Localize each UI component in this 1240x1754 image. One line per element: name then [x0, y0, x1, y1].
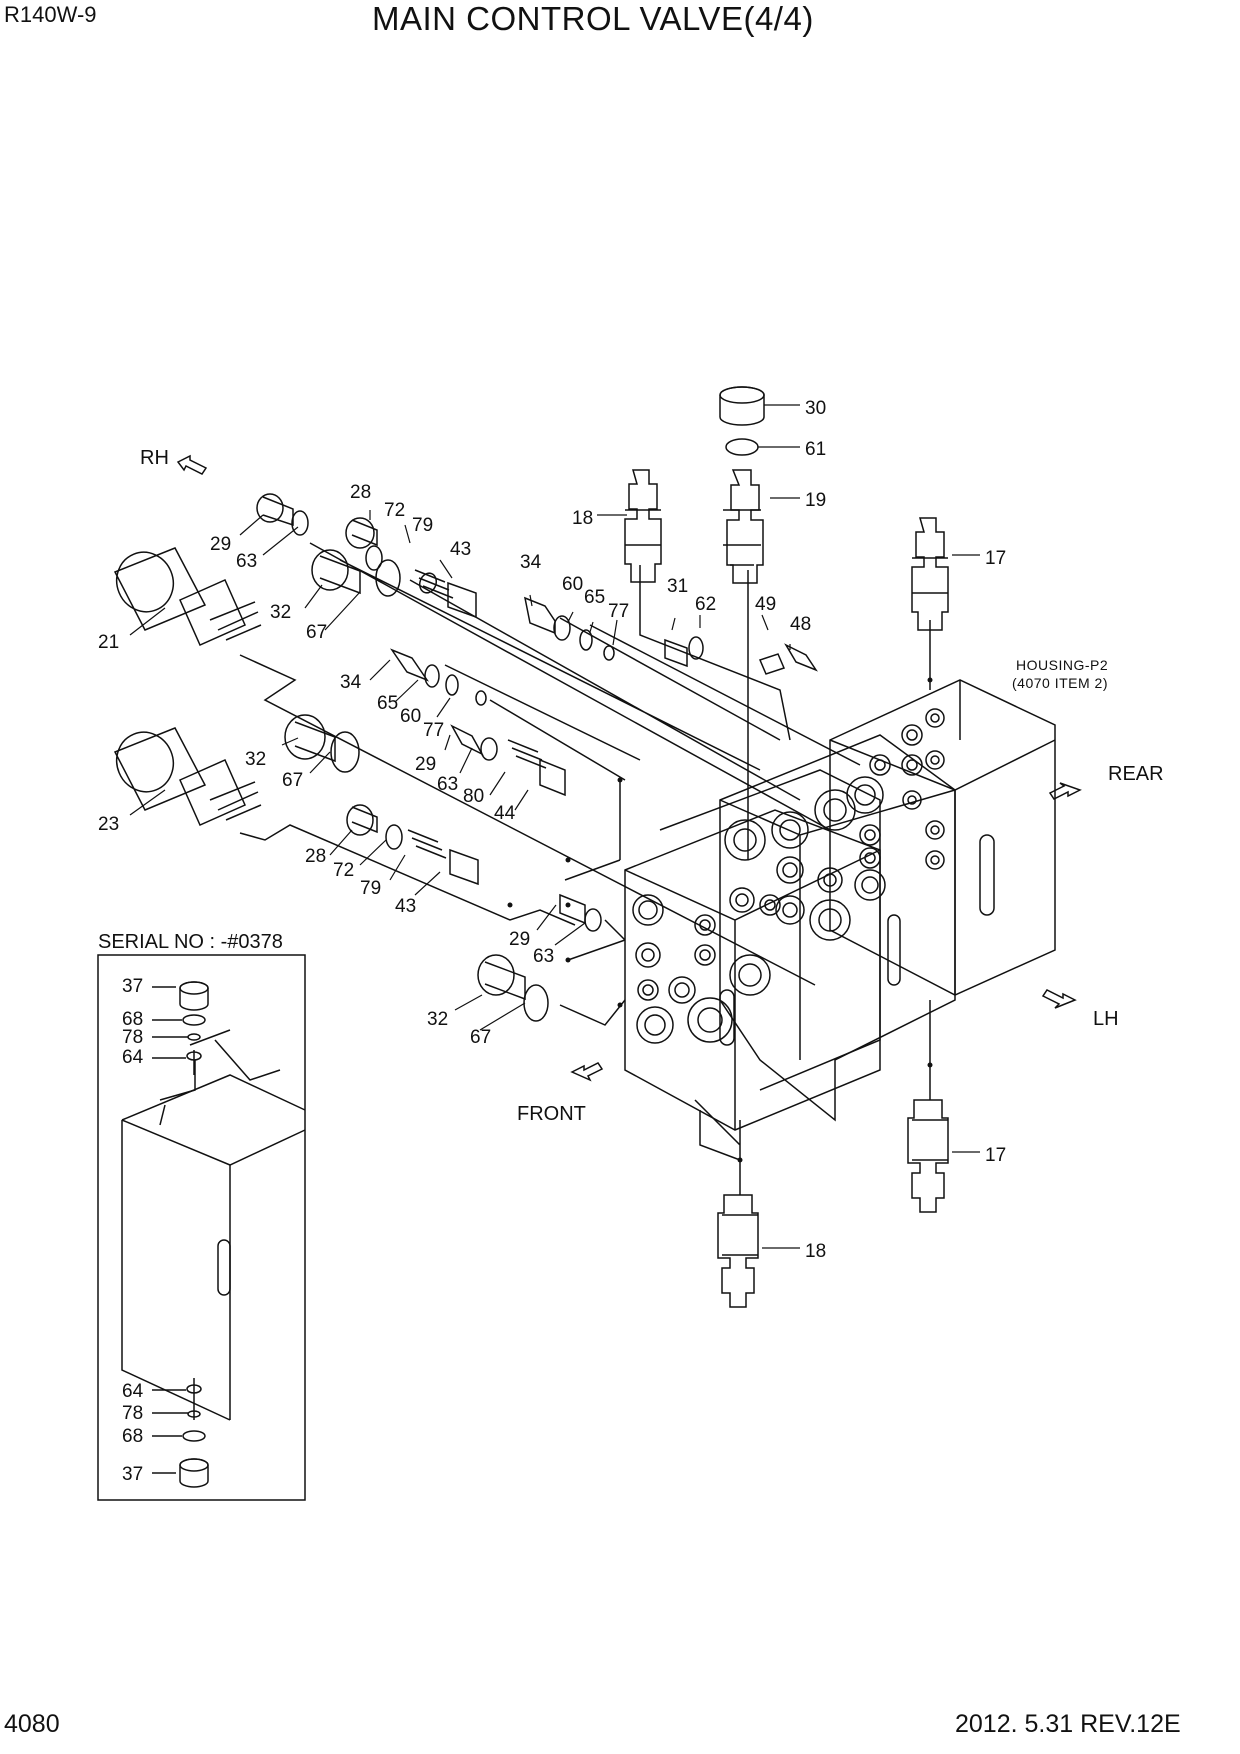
callout-79: 79 — [412, 515, 433, 536]
callout-32: 32 — [270, 602, 291, 623]
callout-72: 72 — [384, 500, 405, 521]
callout-60-mid: 60 — [400, 706, 421, 727]
direction-arrows — [176, 454, 1082, 1082]
valve-body — [624, 679, 1056, 1161]
callout-43: 43 — [450, 539, 471, 560]
lh-label: LH — [1093, 1008, 1119, 1030]
callout-29-low: 29 — [509, 929, 530, 950]
housing-label: HOUSING-P2 — [1016, 657, 1108, 673]
callout-63-mid: 63 — [437, 774, 458, 795]
callout-63: 63 — [236, 551, 257, 572]
callout-28: 28 — [350, 482, 371, 503]
callout-leaders — [129, 404, 980, 1249]
callout-65-mid: 65 — [377, 693, 398, 714]
front-arrow-icon — [570, 1062, 604, 1082]
housing-ref: (4070 ITEM 2) — [1012, 675, 1108, 691]
callout-32-low: 32 — [427, 1009, 448, 1030]
callout-79-low: 79 — [360, 878, 381, 899]
callout-61: 61 — [805, 439, 826, 460]
exploded-parts — [113, 386, 949, 1308]
model-name: R140W-9 — [4, 2, 97, 27]
serial-callout: 37 — [122, 976, 143, 997]
rh-arrow-icon — [176, 454, 208, 475]
serial-callout: 78 — [122, 1403, 143, 1424]
callout-60: 60 — [562, 574, 583, 595]
rear-label: REAR — [1108, 763, 1164, 785]
callout-77-mid: 77 — [423, 720, 444, 741]
callout-67-mid: 67 — [282, 770, 303, 791]
serial-callout: 64 — [122, 1381, 144, 1402]
labels: RH REAR LH FRONT HOUSING-P2 (4070 ITEM 2… — [98, 398, 1164, 1485]
page-number: 4080 — [4, 1710, 60, 1738]
callout-18: 18 — [572, 508, 593, 529]
callout-18-bottom: 18 — [805, 1241, 826, 1262]
rh-label: RH — [140, 447, 169, 469]
serial-title: SERIAL NO : -#0378 — [98, 931, 283, 953]
serial-callout: 64 — [122, 1047, 144, 1068]
serial-callout: 68 — [122, 1426, 143, 1447]
callout-77: 77 — [608, 601, 629, 622]
front-label: FRONT — [517, 1103, 586, 1125]
callout-28-low: 28 — [305, 846, 326, 867]
callout-67-low: 67 — [470, 1027, 491, 1048]
serial-callout: 78 — [122, 1027, 143, 1048]
callout-31: 31 — [667, 576, 688, 597]
revision-date: 2012. 5.31 REV.12E — [955, 1710, 1181, 1738]
lh-arrow-icon — [1041, 989, 1077, 1009]
callout-48: 48 — [790, 614, 811, 635]
page-title: MAIN CONTROL VALVE(4/4) — [372, 0, 814, 37]
callout-32-mid: 32 — [245, 749, 266, 770]
callout-65: 65 — [584, 587, 605, 608]
callout-30: 30 — [805, 398, 826, 419]
callout-19: 19 — [805, 490, 826, 511]
junction-dots — [507, 677, 933, 1163]
callout-21: 21 — [98, 632, 119, 653]
callout-43-low: 43 — [395, 896, 416, 917]
serial-callout: 37 — [122, 1464, 143, 1485]
callout-17-bottom: 17 — [985, 1145, 1006, 1166]
callout-63-low: 63 — [533, 946, 554, 967]
callout-17: 17 — [985, 548, 1006, 569]
callout-62: 62 — [695, 594, 716, 615]
callout-72-low: 72 — [333, 860, 354, 881]
callout-29-mid: 29 — [415, 754, 436, 775]
callout-44: 44 — [494, 803, 516, 824]
callout-34: 34 — [520, 552, 542, 573]
callout-49: 49 — [755, 594, 776, 615]
serial-number-box — [97, 954, 306, 1501]
callout-29: 29 — [210, 534, 231, 555]
callout-34-mid: 34 — [340, 672, 362, 693]
rear-arrow-icon — [1048, 782, 1082, 800]
callout-80: 80 — [463, 786, 484, 807]
serial-callout: 68 — [122, 1009, 143, 1030]
callout-23: 23 — [98, 814, 119, 835]
callout-67: 67 — [306, 622, 327, 643]
